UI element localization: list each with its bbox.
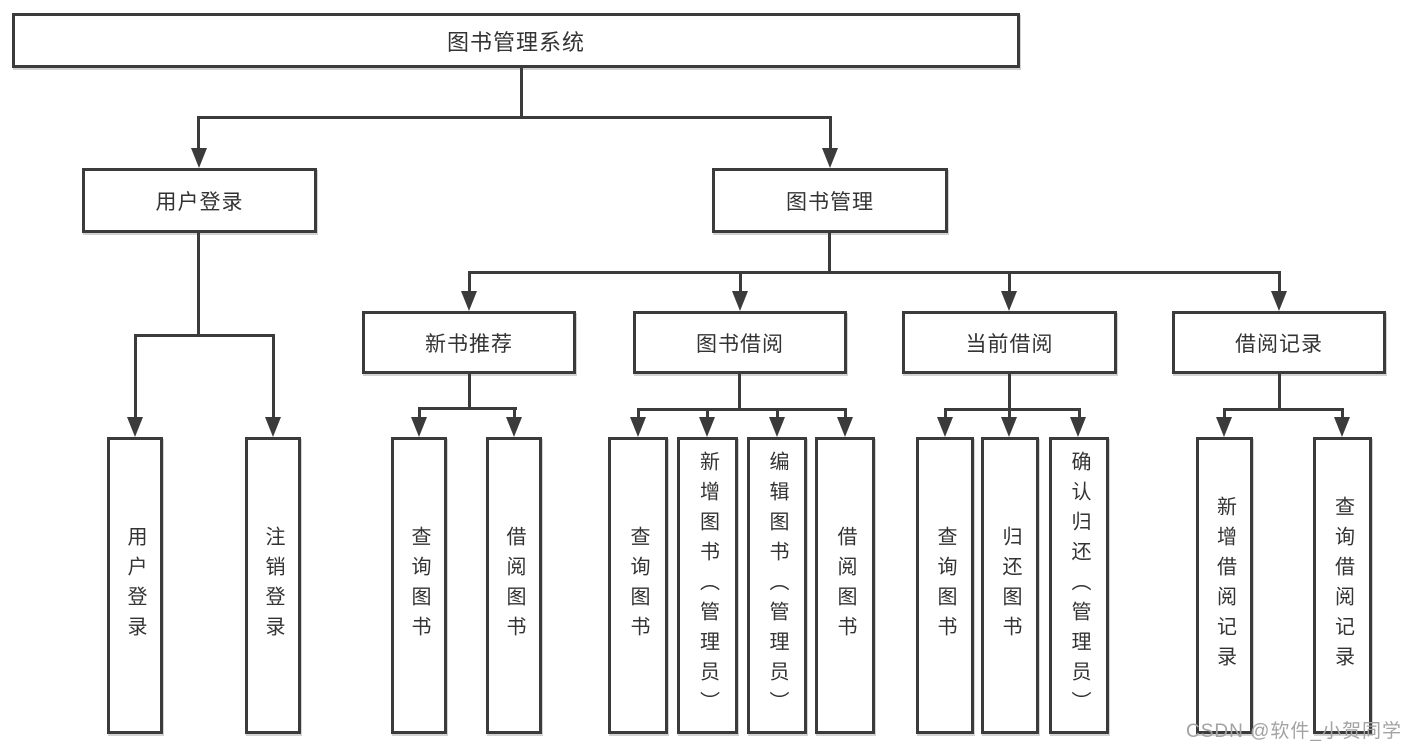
arrowhead-down-icon (1001, 417, 1017, 437)
connector-vline (1278, 271, 1281, 296)
arrowhead-down-icon (506, 417, 522, 437)
node-label: 图书管理 (786, 190, 874, 214)
connector-vline (637, 408, 640, 422)
connector-vline (706, 408, 709, 422)
node-label: 新增图书（管理员） (696, 450, 719, 721)
node-label: 借阅图书 (503, 525, 525, 646)
connector-vline (197, 233, 200, 336)
connector-vline (468, 374, 471, 409)
leaf-logout: 注销登录 (245, 437, 301, 734)
connector-vline (134, 334, 137, 422)
node-book-borrowing: 图书借阅 (633, 311, 847, 374)
node-label: 用户登录 (124, 525, 146, 646)
connector-vline (197, 116, 200, 150)
node-label: 借阅记录 (1235, 332, 1323, 356)
arrowhead-down-icon (699, 417, 715, 437)
node-label: 确认归还（管理员） (1068, 450, 1090, 721)
connector-vline (739, 271, 742, 296)
node-label: 借阅图书 (834, 525, 856, 646)
leaf-query-borrow-record: 查询借阅记录 (1313, 437, 1372, 734)
arrowhead-down-icon (127, 417, 143, 437)
arrowhead-down-icon (837, 417, 853, 437)
leaf-query-books-current: 查询图书 (916, 437, 974, 734)
arrowhead-down-icon (732, 291, 748, 311)
leaf-edit-books-admin: 编辑图书（管理员） (747, 437, 807, 734)
connector-vline (1223, 408, 1226, 422)
connector-hline (418, 407, 517, 410)
arrowhead-down-icon (265, 417, 281, 437)
node-label: 图书管理系统 (446, 29, 585, 55)
connector-vline (1278, 374, 1281, 410)
node-label: 用户登录 (155, 190, 244, 214)
connector-vline (944, 408, 947, 422)
leaf-return-books: 归还图书 (981, 437, 1039, 734)
node-label: 编辑图书（管理员） (766, 450, 788, 721)
leaf-borrow-books: 借阅图书 (815, 437, 875, 734)
connector-hline (1223, 408, 1344, 411)
connector-vline (844, 408, 847, 422)
connector-hline (944, 408, 1081, 411)
connector-vline (468, 271, 471, 296)
connector-vline (828, 233, 831, 273)
node-label: 查询借阅记录 (1331, 495, 1354, 676)
connector-vline (829, 116, 832, 150)
connector-vline (1008, 408, 1011, 422)
connector-vline (738, 374, 741, 410)
arrowhead-down-icon (630, 417, 646, 437)
connector-hline (134, 334, 275, 337)
arrowhead-down-icon (1216, 417, 1232, 437)
connector-vline (776, 408, 779, 422)
leaf-add-borrow-record: 新增借阅记录 (1196, 437, 1253, 734)
node-label: 新书推荐 (425, 332, 513, 356)
node-borrowing-records: 借阅记录 (1172, 311, 1386, 374)
arrowhead-down-icon (1271, 291, 1287, 311)
node-current-borrowing: 当前借阅 (902, 311, 1117, 374)
arrowhead-down-icon (1334, 417, 1350, 437)
connector-vline (1078, 408, 1081, 422)
node-label: 图书借阅 (696, 332, 784, 356)
arrowhead-down-icon (1001, 291, 1017, 311)
leaf-borrow-books-recommend: 借阅图书 (486, 437, 542, 734)
connector-vline (1008, 271, 1011, 296)
arrowhead-down-icon (769, 417, 785, 437)
node-label: 新增借阅记录 (1213, 495, 1236, 676)
node-user-login: 用户登录 (82, 168, 317, 233)
connector-hline (468, 271, 1281, 274)
connector-hline (198, 116, 831, 119)
node-label: 查询图书 (627, 525, 649, 646)
node-label: 查询图书 (408, 525, 430, 646)
node-label: 归还图书 (999, 525, 1021, 646)
leaf-user-login: 用户登录 (107, 437, 163, 734)
arrowhead-down-icon (822, 148, 838, 168)
node-label: 查询图书 (934, 525, 956, 646)
connector-vline (1008, 374, 1011, 410)
connector-vline (272, 334, 275, 422)
connector-vline (513, 407, 516, 422)
arrowhead-down-icon (191, 148, 207, 168)
node-book-management: 图书管理 (712, 168, 948, 233)
connector-hline (637, 408, 847, 411)
connector-vline (520, 68, 523, 118)
leaf-query-books-borrowing: 查询图书 (608, 437, 668, 734)
connector-vline (1341, 408, 1344, 422)
arrowhead-down-icon (411, 417, 427, 437)
node-label: 当前借阅 (965, 332, 1054, 356)
arrowhead-down-icon (1070, 417, 1086, 437)
connector-vline (418, 407, 421, 422)
leaf-query-books-recommend: 查询图书 (391, 437, 447, 734)
watermark: CSDN @软件_小贺同学 (1186, 721, 1402, 742)
arrowhead-down-icon (461, 291, 477, 311)
node-label: 注销登录 (262, 525, 284, 646)
leaf-confirm-return-admin: 确认归还（管理员） (1049, 437, 1109, 734)
node-new-book-recommend: 新书推荐 (362, 311, 576, 374)
arrowhead-down-icon (937, 417, 953, 437)
node-library-management-system: 图书管理系统 (12, 13, 1020, 68)
leaf-add-books-admin: 新增图书（管理员） (677, 437, 738, 734)
